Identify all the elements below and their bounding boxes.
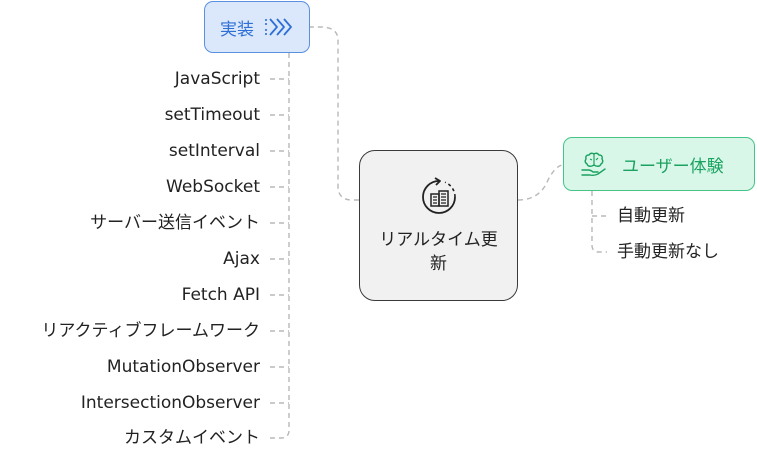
connector-trunk-left [270, 53, 290, 439]
leaf-setinterval: setInterval [168, 141, 260, 161]
chevrons-right-icon [265, 18, 292, 36]
user-experience-node[interactable]: ユーザー体験 [563, 137, 755, 191]
center-node[interactable]: リアルタイム更新 [359, 150, 518, 301]
implementation-label: 実装 [220, 19, 254, 40]
connector-trunk-right [591, 191, 607, 253]
leaf-custom-events: カスタムイベント [124, 428, 260, 448]
leaf-mutationobserver: MutationObserver [106, 357, 260, 377]
connector-center-implementation [310, 26, 359, 201]
leaf-reactive-framework: リアクティブフレームワーク [41, 321, 260, 341]
refresh-building-icon [421, 177, 456, 214]
leaf-javascript: JavaScript [174, 69, 260, 89]
center-label: リアルタイム更新 [379, 230, 498, 274]
leaf-intersectionobserver: IntersectionObserver [80, 393, 260, 413]
leaf-no-manual-update: 手動更新なし [617, 242, 719, 262]
user-experience-label: ユーザー体験 [622, 156, 724, 177]
connector-center-ux [517, 164, 564, 201]
leaf-settimeout: setTimeout [164, 105, 260, 125]
leaf-server-sent-events: サーバー送信イベント [90, 213, 260, 233]
leaf-fetch-api: Fetch API [181, 285, 260, 305]
brain-hand-icon [581, 152, 606, 177]
implementation-node[interactable]: 実装 [204, 1, 310, 53]
leaf-auto-update: 自動更新 [617, 206, 685, 226]
leaf-ajax: Ajax [223, 249, 260, 269]
leaf-websocket: WebSocket [166, 177, 260, 197]
